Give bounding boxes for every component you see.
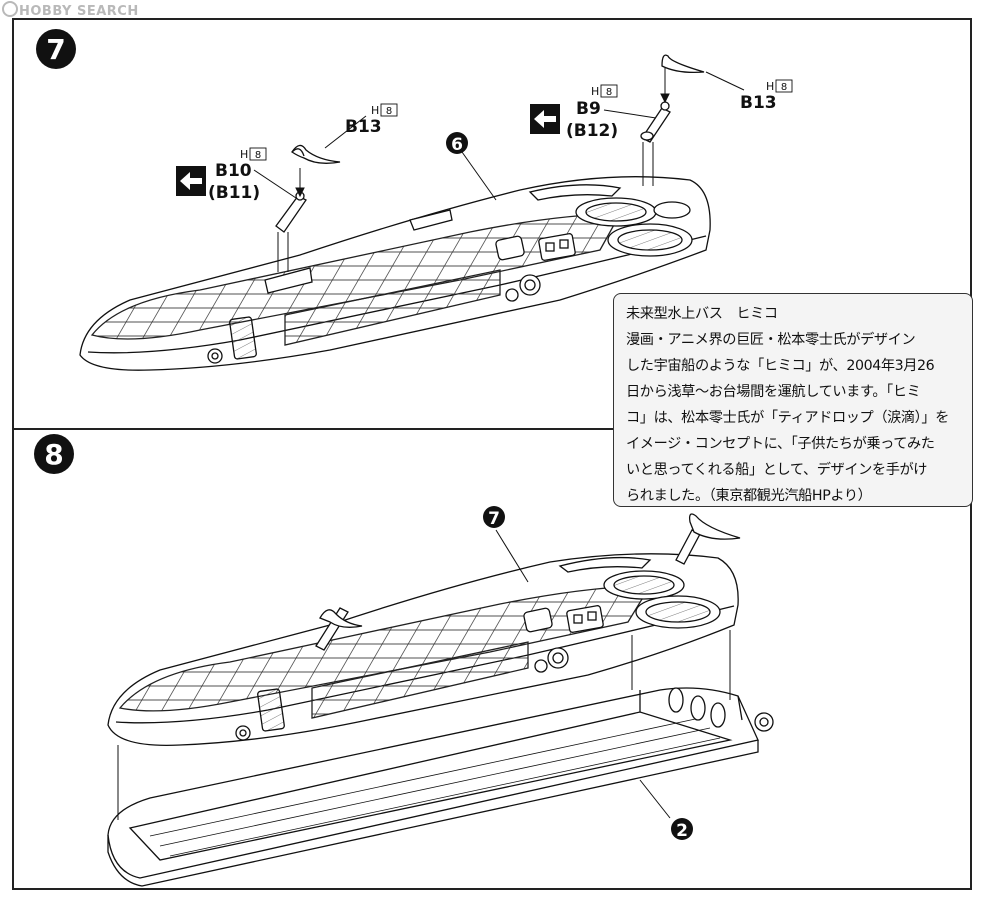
label-b12: (B12)	[566, 121, 618, 141]
part-b13-right	[661, 54, 705, 74]
himiko-info-box: 未来型水上バス ヒミコ 漫画・アニメ界の巨匠・松本零士氏がデザイン した宇宙船の…	[613, 293, 973, 507]
part-b10	[275, 191, 307, 233]
svg-text:7: 7	[488, 509, 500, 529]
h-tag-number: 8	[255, 150, 261, 161]
upper-hull-step8	[107, 513, 741, 746]
h-tag-number: 8	[386, 106, 392, 117]
info-line: られました。（東京都観光汽船HPより）	[626, 488, 872, 504]
part-b9	[640, 101, 671, 143]
info-title: 未来型水上バス ヒミコ	[626, 306, 778, 322]
part-6-badge: 6	[446, 132, 468, 155]
watermark-logo-icon	[2, 1, 18, 17]
label-b10: B10	[215, 161, 252, 181]
arrow-selector-icon-right	[530, 104, 560, 134]
h-tag-number: 8	[606, 87, 612, 98]
h-tag-box	[249, 147, 267, 161]
step-7-panel	[12, 18, 972, 430]
step-8-badge: 8	[34, 434, 74, 474]
step-8-panel	[12, 428, 972, 890]
h-tag-box	[775, 79, 793, 93]
label-b11: (B11)	[208, 183, 260, 203]
label-b13-left: B13	[345, 117, 382, 137]
lower-hull-part2	[107, 687, 774, 887]
watermark-text: HOBBY SEARCH	[19, 4, 139, 19]
h-tag-letter: H	[371, 104, 379, 117]
info-line: 漫画・アニメ界の巨匠・松本零士氏がデザイン	[626, 332, 916, 348]
svg-text:6: 6	[451, 135, 463, 155]
upper-hull-step7	[79, 176, 711, 371]
h-tag-letter: H	[240, 148, 248, 161]
part-b13-left	[291, 144, 341, 164]
label-b9: B9	[576, 99, 601, 119]
hobby-search-watermark: HOBBY SEARCH	[2, 1, 139, 19]
h-tag-letter: H	[591, 85, 599, 98]
svg-text:2: 2	[676, 821, 688, 841]
guide-lines-step7	[253, 68, 745, 272]
h-tag-box	[600, 84, 618, 98]
arrow-selector-icon-left	[176, 166, 206, 196]
label-b13-right: B13	[740, 93, 777, 113]
part-7-badge: 7	[483, 506, 505, 529]
step-7-badge: 7	[36, 29, 76, 69]
info-line: した宇宙船のような「ヒミコ」が、2004年3月26	[626, 358, 935, 374]
guide-lines-step8	[117, 529, 731, 820]
h-tag-box	[380, 103, 398, 117]
h-tag-letter: H	[766, 80, 774, 93]
info-line: イメージ・コンセプトに、「子供たちが乗ってみた	[626, 436, 935, 452]
info-line: 日から浅草〜お台場間を運航しています。「ヒミ	[626, 384, 921, 400]
part-2-badge: 2	[671, 818, 693, 841]
info-line: いと思ってくれる船」として、デザインを手がけ	[626, 462, 928, 478]
info-line: コ」は、松本零士氏が「ティアドロップ（涙滴）」を	[626, 410, 949, 426]
h-tag-number: 8	[781, 82, 787, 93]
